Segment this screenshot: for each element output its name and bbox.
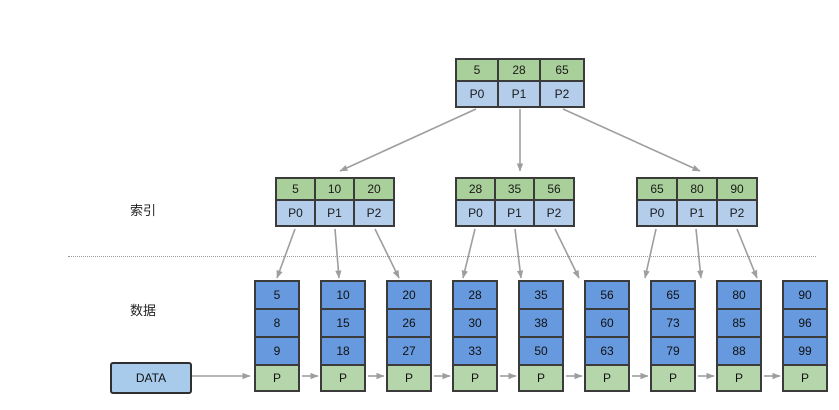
leaf-next-pointer[interactable]: P [388, 366, 430, 390]
index-key: 56 [535, 179, 573, 199]
leaf-value: 60 [586, 310, 628, 338]
leaf-node-3[interactable]: 28 30 33 P [452, 280, 498, 392]
data-entry-box[interactable]: DATA [110, 362, 192, 394]
root-key: 65 [541, 60, 583, 80]
edge-idx1-p1 [514, 228, 524, 279]
index-pointer[interactable]: P0 [638, 199, 678, 225]
root-key: 5 [457, 60, 499, 80]
leaf-node-8[interactable]: 90 96 99 P [782, 280, 828, 392]
index-pointer[interactable]: P0 [277, 199, 316, 225]
edge-idx2-p2 [736, 228, 758, 279]
edge-idx0-p1 [334, 228, 342, 279]
leaf-value: 65 [652, 282, 694, 310]
root-pointer[interactable]: P1 [499, 80, 541, 106]
leaf-next-pointer[interactable]: P [520, 366, 562, 390]
leaf-value: 35 [520, 282, 562, 310]
index-pointer[interactable]: P1 [316, 199, 355, 225]
index-key: 5 [277, 179, 316, 199]
leaf-value: 80 [718, 282, 760, 310]
leaf-value: 5 [256, 282, 298, 310]
leaf-value: 10 [322, 282, 364, 310]
index-node-1[interactable]: 28 35 56 P0 P1 P2 [455, 177, 575, 227]
index-key: 28 [457, 179, 496, 199]
leaf-value: 27 [388, 338, 430, 366]
index-key: 20 [355, 179, 393, 199]
level-label-index: 索引 [130, 203, 157, 218]
leaf-value: 50 [520, 338, 562, 366]
index-pointer[interactable]: P1 [678, 199, 718, 225]
leaf-node-1[interactable]: 10 15 18 P [320, 280, 366, 392]
leaf-value: 38 [520, 310, 562, 338]
index-data-divider [68, 256, 816, 257]
root-pointer[interactable]: P0 [457, 80, 499, 106]
leaf-value: 15 [322, 310, 364, 338]
index-key: 65 [638, 179, 678, 199]
leaf-next-pointer[interactable]: P [322, 366, 364, 390]
index-pointer[interactable]: P2 [535, 199, 573, 225]
leaf-node-6[interactable]: 65 73 79 P [650, 280, 696, 392]
leaf-node-0[interactable]: 5 8 9 P [254, 280, 300, 392]
leaf-value: 73 [652, 310, 694, 338]
leaf-node-2[interactable]: 20 26 27 P [386, 280, 432, 392]
edge-idx2-p1 [695, 228, 704, 279]
edge-idx2-p0 [643, 228, 657, 279]
index-pointer[interactable]: P2 [355, 199, 393, 225]
leaf-value: 20 [388, 282, 430, 310]
edge-idx0-p2 [374, 228, 400, 279]
leaf-next-pointer[interactable]: P [718, 366, 760, 390]
leaf-value: 96 [784, 310, 826, 338]
root-pointer[interactable]: P2 [541, 80, 583, 106]
leaf-value: 8 [256, 310, 298, 338]
root-key: 28 [499, 60, 541, 80]
leaf-value: 56 [586, 282, 628, 310]
index-pointer[interactable]: P0 [457, 199, 496, 225]
index-node-0[interactable]: 5 10 20 P0 P1 P2 [275, 177, 395, 227]
leaf-next-pointer[interactable]: P [256, 366, 298, 390]
edge-idx1-p0 [461, 228, 476, 279]
leaf-next-pointer[interactable]: P [652, 366, 694, 390]
index-pointer[interactable]: P2 [718, 199, 756, 225]
edge-root-p0 [339, 108, 477, 172]
leaf-value: 90 [784, 282, 826, 310]
edge-root-p2 [562, 108, 701, 172]
edge-idx1-p2 [554, 228, 580, 279]
leaf-value: 26 [388, 310, 430, 338]
root-node[interactable]: 5 28 65 P0 P1 P2 [455, 58, 585, 108]
leaf-node-7[interactable]: 80 85 88 P [716, 280, 762, 392]
leaf-node-5[interactable]: 56 60 63 P [584, 280, 630, 392]
leaf-next-pointer[interactable]: P [586, 366, 628, 390]
index-pointer[interactable]: P1 [496, 199, 535, 225]
index-key: 35 [496, 179, 535, 199]
index-key: 90 [718, 179, 756, 199]
leaf-value: 99 [784, 338, 826, 366]
index-key: 10 [316, 179, 355, 199]
edge-idx0-p0 [276, 228, 296, 279]
leaf-value: 9 [256, 338, 298, 366]
leaf-value: 79 [652, 338, 694, 366]
leaf-value: 85 [718, 310, 760, 338]
leaf-value: 63 [586, 338, 628, 366]
leaf-value: 33 [454, 338, 496, 366]
leaf-next-pointer[interactable]: P [784, 366, 826, 390]
index-key: 80 [678, 179, 718, 199]
leaf-node-4[interactable]: 35 38 50 P [518, 280, 564, 392]
leaf-value: 28 [454, 282, 496, 310]
leaf-value: 30 [454, 310, 496, 338]
leaf-next-pointer[interactable]: P [454, 366, 496, 390]
level-label-data: 数据 [130, 303, 157, 318]
index-node-2[interactable]: 65 80 90 P0 P1 P2 [636, 177, 758, 227]
leaf-value: 18 [322, 338, 364, 366]
leaf-value: 88 [718, 338, 760, 366]
